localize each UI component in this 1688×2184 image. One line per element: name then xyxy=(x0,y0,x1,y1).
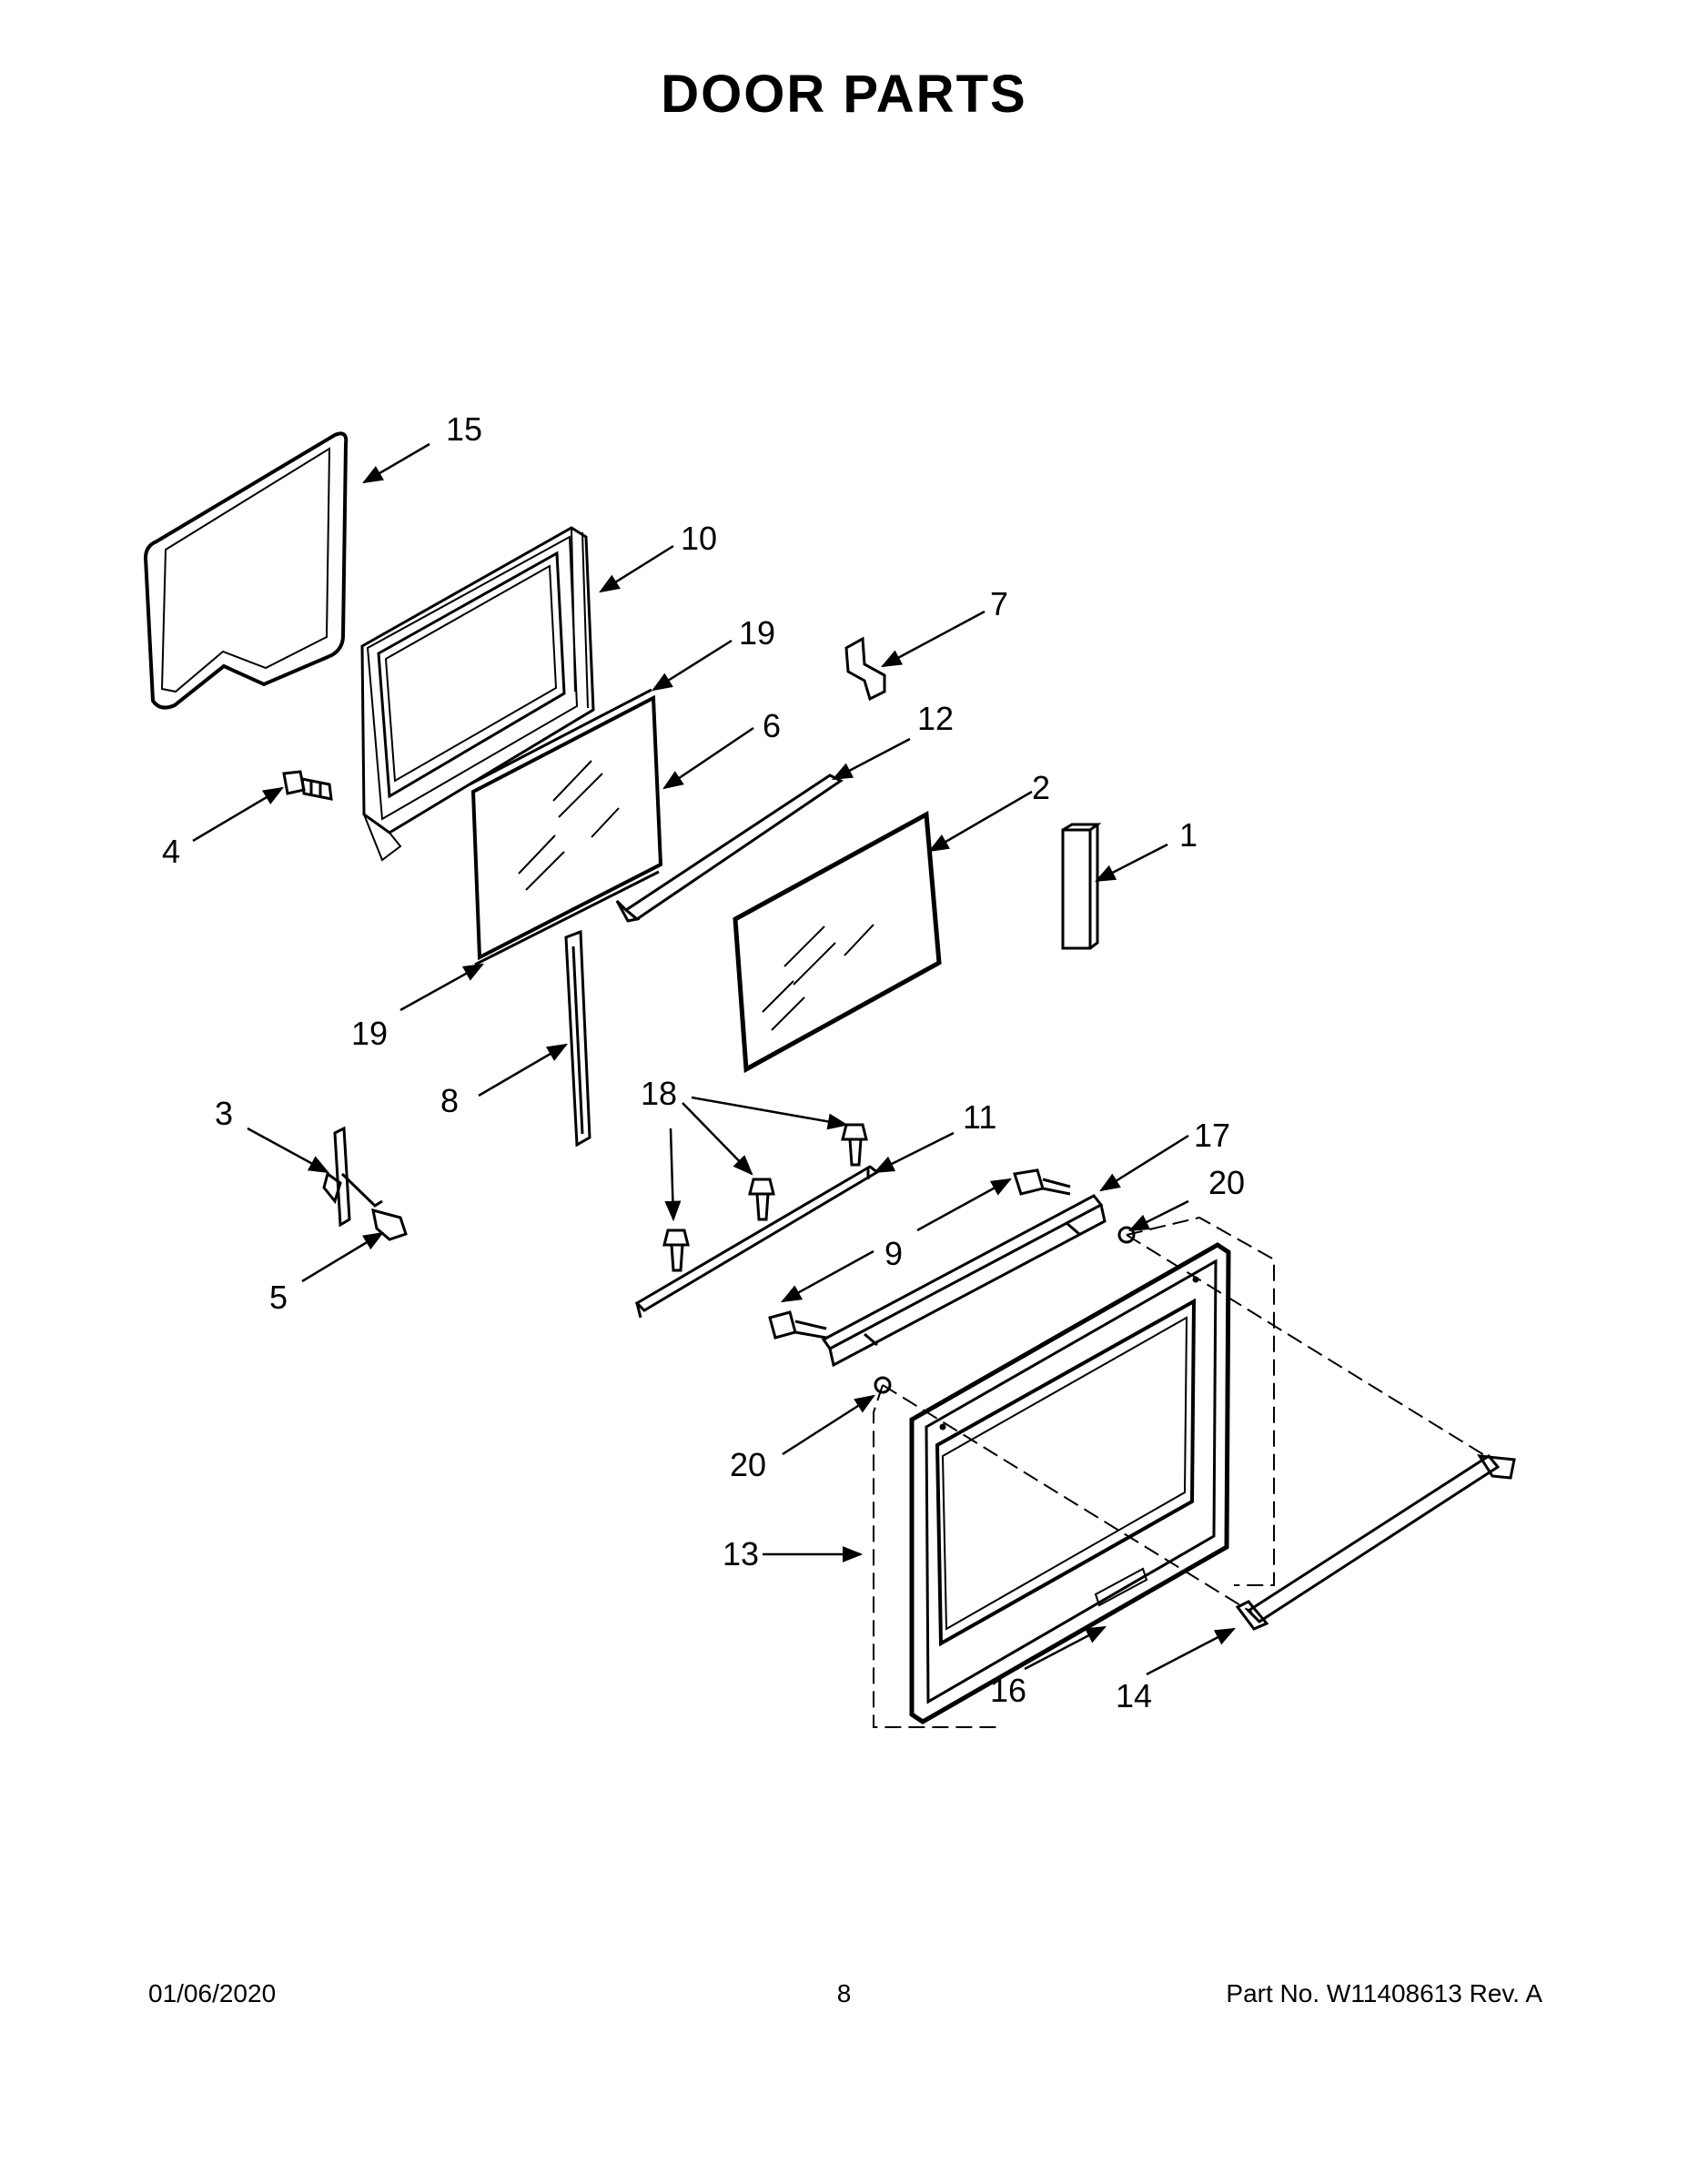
hinge-screw-small-part xyxy=(371,1208,408,1241)
door-clip-part xyxy=(844,636,886,702)
callout-10: 10 xyxy=(681,520,717,557)
footer-date: 01/06/2020 xyxy=(148,1979,277,2007)
outer-door-part xyxy=(909,1242,1231,1724)
handle-spacer-part xyxy=(874,1226,1136,1394)
door-gasket-part xyxy=(143,431,349,710)
inner-glass-part xyxy=(469,688,663,966)
callout-12: 12 xyxy=(917,700,954,737)
outer-glass-part xyxy=(733,810,942,1074)
callout-14: 14 xyxy=(1116,1677,1152,1714)
callout-7: 7 xyxy=(990,585,1008,622)
handle-bracket-part xyxy=(768,1168,1107,1368)
callout-16: 16 xyxy=(990,1672,1026,1709)
callout-3: 3 xyxy=(215,1095,233,1132)
assembly-outline xyxy=(873,1216,1490,1728)
callout-2: 2 xyxy=(1032,769,1050,806)
door-hinge-part xyxy=(322,1126,383,1228)
callout-19-top: 19 xyxy=(739,614,775,652)
door-handle-part xyxy=(1235,1454,1516,1631)
callout-9: 9 xyxy=(884,1235,903,1272)
callout-13: 13 xyxy=(723,1535,759,1572)
callout-6: 6 xyxy=(763,707,781,744)
callout-17: 17 xyxy=(1194,1117,1230,1154)
callout-18: 18 xyxy=(641,1075,677,1112)
hinge-screw-part xyxy=(282,770,333,801)
callout-20-bottom: 20 xyxy=(730,1446,766,1483)
footer-page-number: 8 xyxy=(836,1979,852,2007)
callout-20-top: 20 xyxy=(1208,1164,1245,1201)
callout-4: 4 xyxy=(162,833,180,870)
hinge-channel-part xyxy=(564,929,591,1148)
callout-8: 8 xyxy=(440,1082,459,1119)
footer-part-number: Part No. W11408613 Rev. A xyxy=(1226,1979,1542,2007)
leader-arrows xyxy=(192,442,1236,1676)
callout-19-bottom: 19 xyxy=(351,1015,388,1052)
screw-part-set xyxy=(662,1123,868,1272)
page-title: DOOR PARTS xyxy=(661,65,1027,124)
callout-1: 1 xyxy=(1179,816,1198,854)
spacer-post-part xyxy=(1061,823,1102,950)
callout-11: 11 xyxy=(963,1098,996,1136)
inner-door-panel-part xyxy=(360,526,595,862)
callout-5: 5 xyxy=(269,1279,288,1316)
door-trim-strip-part xyxy=(615,774,844,923)
callout-15: 15 xyxy=(446,410,482,448)
